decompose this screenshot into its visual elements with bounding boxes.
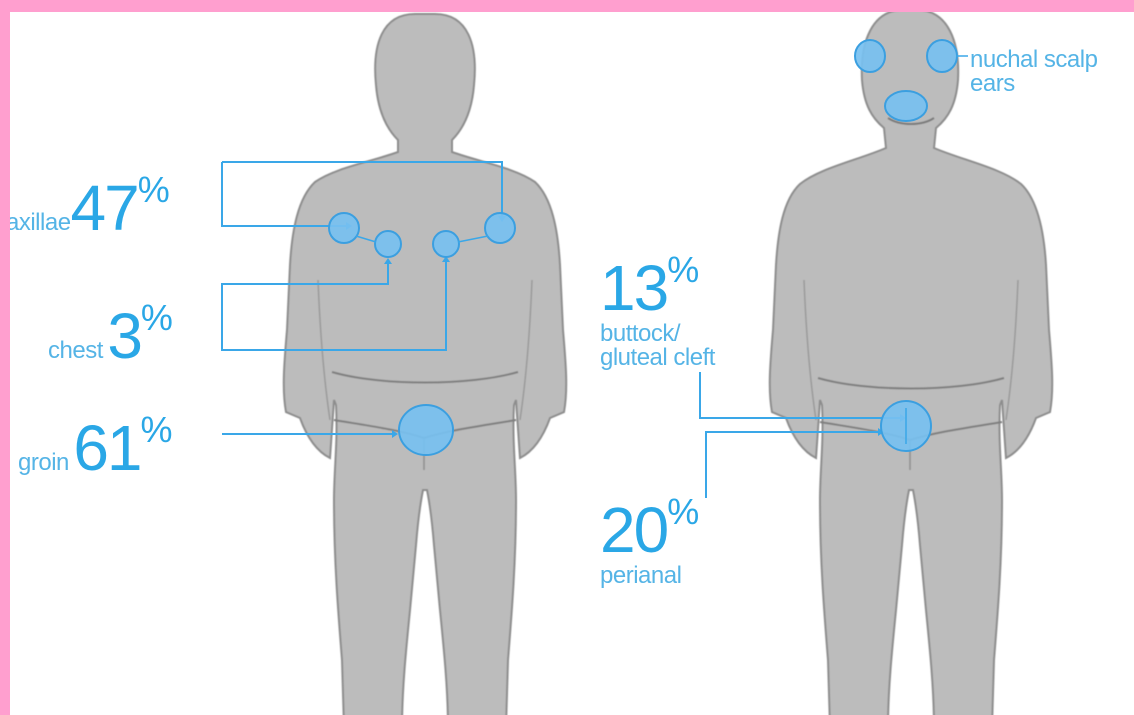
front-figure	[284, 14, 566, 715]
label-axillae: axillae47%	[6, 176, 170, 240]
label-axillae-unit: %	[138, 169, 170, 210]
marker-nuchal-scalp	[885, 91, 927, 121]
marker-ear-right	[927, 40, 957, 72]
label-perianal-name: perianal	[600, 564, 699, 588]
label-groin: groin 61%	[18, 416, 173, 480]
label-chest: chest 3%	[48, 304, 173, 368]
label-groin-value: 61	[73, 412, 140, 484]
label-chest-unit: %	[141, 297, 173, 338]
marker-axilla-left	[329, 213, 359, 243]
label-buttock-name-2: gluteal cleft	[600, 346, 715, 370]
marker-groin	[399, 405, 453, 455]
label-chest-name: chest	[48, 337, 103, 364]
label-axillae-value: 47	[71, 172, 138, 244]
label-buttock: 13% buttock/ gluteal cleft	[600, 256, 715, 370]
label-axillae-name: axillae	[6, 209, 71, 236]
front-body-silhouette	[284, 14, 566, 715]
label-nuchal-line1: nuchal scalp	[970, 48, 1097, 72]
label-buttock-value: 13	[600, 252, 667, 324]
marker-chest-left	[375, 231, 401, 257]
marker-ear-left	[855, 40, 885, 72]
label-perianal-value: 20	[600, 494, 667, 566]
label-buttock-name-1: buttock/	[600, 322, 715, 346]
marker-chest-right	[433, 231, 459, 257]
label-groin-unit: %	[141, 409, 173, 450]
label-nuchal: nuchal scalp ears	[970, 48, 1097, 96]
label-groin-name: groin	[18, 449, 69, 476]
label-perianal: 20% perianal	[600, 498, 699, 588]
marker-axilla-right	[485, 213, 515, 243]
label-buttock-unit: %	[667, 249, 699, 290]
label-nuchal-line2: ears	[970, 72, 1097, 96]
label-perianal-unit: %	[667, 491, 699, 532]
label-chest-value: 3	[107, 300, 141, 372]
